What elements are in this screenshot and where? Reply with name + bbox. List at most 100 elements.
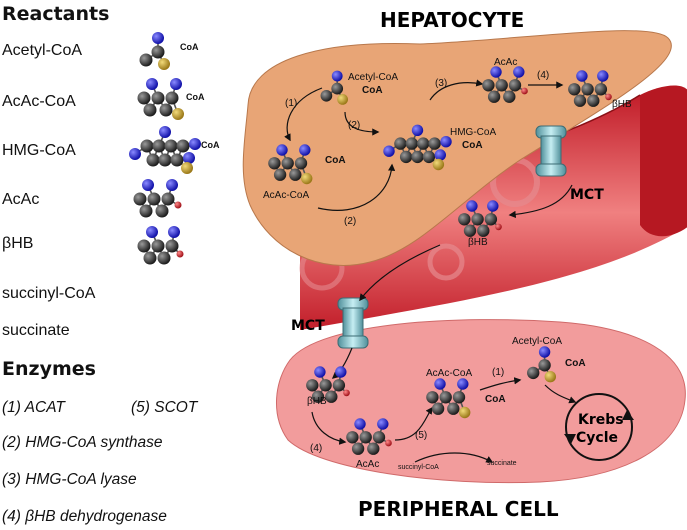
atom: [161, 192, 175, 206]
arrow-succinyl-to-succinate: [414, 452, 494, 463]
atom: [143, 251, 157, 265]
atom: [152, 139, 166, 153]
atom: [142, 179, 154, 191]
atom: [170, 78, 182, 90]
atom: [490, 66, 502, 78]
per-acetyl-molecule: [527, 346, 556, 383]
atom: [458, 213, 471, 226]
atom: [503, 90, 516, 103]
hep-acac-coa-coa: CoA: [325, 155, 346, 166]
atom: [432, 158, 445, 171]
peripheral-title: PERIPHERAL CELL: [358, 497, 559, 521]
atom: [325, 390, 338, 403]
atom: [176, 250, 184, 258]
atom: [331, 70, 343, 82]
atom: [487, 200, 499, 212]
hep-bhb-molecule: [568, 70, 612, 107]
arrow-blood-to-periph: [359, 244, 441, 302]
hep-hmg-coa: CoA: [462, 140, 483, 151]
atom: [377, 418, 389, 430]
atom: [587, 94, 600, 107]
per-acetyl-coa: CoA: [565, 358, 586, 369]
enzymes-heading: Enzymes: [2, 358, 96, 380]
per-bhb-molecule: [306, 366, 350, 403]
reactant-label: AcAc-CoA: [2, 93, 76, 110]
per-step-label: (4): [310, 443, 322, 454]
atom: [332, 379, 346, 392]
hep-step-label: (2): [348, 120, 360, 131]
atom: [385, 439, 392, 447]
hep-coa-label: CoA: [362, 85, 383, 96]
atom: [133, 192, 147, 206]
atom: [597, 70, 609, 82]
reactant-label: succinate: [2, 322, 70, 339]
atom: [434, 149, 446, 161]
reactant-label: HMG-CoA: [2, 142, 76, 159]
atom: [354, 418, 366, 430]
atom: [346, 431, 359, 444]
atom: [411, 124, 424, 136]
krebs-cycle: [564, 393, 634, 461]
atom: [299, 144, 311, 156]
hep-acetyl-label: Acetyl-CoA: [348, 72, 398, 83]
per-acetyl-label: Acetyl-CoA: [512, 336, 562, 347]
arrow-step1-hep: [284, 87, 323, 142]
atom: [129, 148, 141, 160]
atom: [428, 137, 441, 150]
hepatocyte-cell: [242, 30, 672, 266]
per-acac-coa-label: AcAc-CoA: [426, 368, 472, 379]
per-bhb-label: βHB: [307, 396, 327, 407]
atom: [273, 168, 287, 181]
arrow-step4-periph: [311, 411, 347, 445]
atom: [139, 204, 153, 218]
atom: [289, 168, 302, 181]
krebs-label-line1: Krebs: [578, 412, 624, 428]
atom: [394, 137, 407, 150]
atom: [158, 153, 172, 167]
atom: [447, 402, 460, 415]
mct-top-label: MCT: [570, 187, 604, 203]
atom: [538, 346, 551, 358]
atom: [281, 157, 294, 170]
atom: [152, 32, 164, 44]
atom: [343, 389, 350, 397]
atom: [417, 137, 430, 150]
hep-step-label: (1): [285, 98, 297, 109]
atom: [146, 78, 158, 90]
hep-acac-label: AcAc: [494, 57, 517, 68]
atom: [139, 53, 153, 67]
atom: [487, 90, 501, 103]
atom: [174, 201, 182, 209]
atom: [482, 79, 495, 92]
atom: [367, 442, 380, 455]
acac-molecule: [133, 179, 182, 218]
coa-tag: CoA: [180, 42, 199, 52]
reactant-label: Acetyl-CoA: [2, 42, 82, 59]
atom: [581, 83, 594, 96]
atom: [431, 402, 445, 415]
atom: [576, 70, 588, 82]
hep-bhb-label: βHB: [612, 99, 632, 110]
atom: [466, 200, 478, 212]
mct-bottom-label: MCT: [291, 318, 325, 334]
arrow-step2b-hep: [317, 163, 396, 211]
atom: [337, 94, 348, 105]
atom: [164, 139, 178, 153]
blood-bhb-molecule: [458, 200, 502, 237]
atom: [140, 139, 154, 153]
arrow-step3-hep: [429, 79, 484, 101]
hmg-coa-molecule: [129, 126, 201, 174]
atom: [176, 139, 190, 153]
atom: [168, 226, 180, 238]
atom: [544, 371, 556, 383]
atom: [383, 145, 395, 157]
hep-acac-molecule: [482, 66, 528, 103]
krebs-label-line2: Cycle: [576, 430, 618, 446]
per-acac-molecule: [346, 418, 392, 455]
reactant-label: succinyl-CoA: [2, 285, 96, 302]
atom: [452, 391, 466, 404]
atom: [165, 239, 179, 253]
hep-step-label: (2): [344, 216, 356, 227]
